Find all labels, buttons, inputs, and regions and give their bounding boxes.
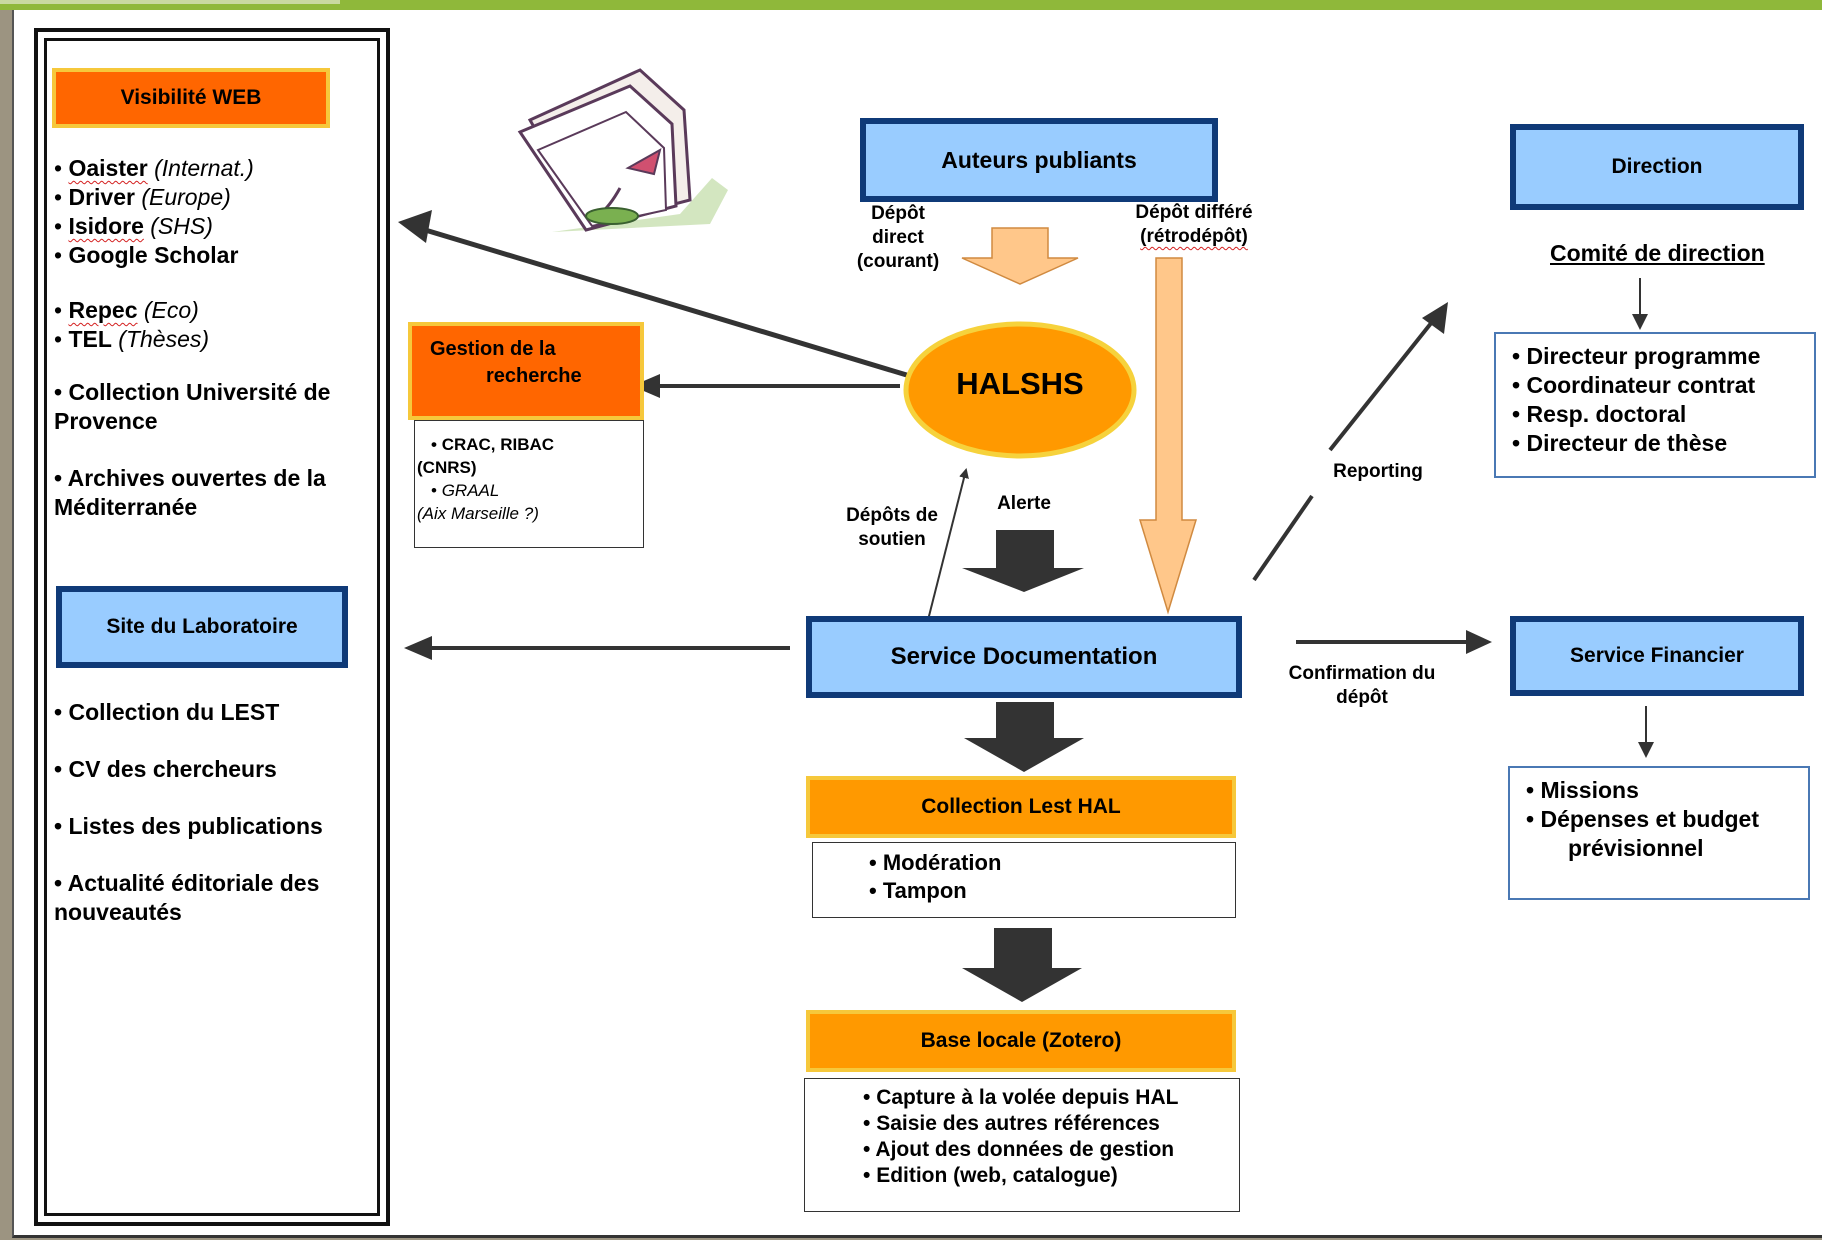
list-item: • Actualité éditoriale des nouveautés — [54, 870, 320, 925]
top-bar — [0, 0, 1822, 10]
direction-list-box: • Directeur programme • Coordinateur con… — [1494, 332, 1816, 478]
list-item: • CRAC, RIBAC — [431, 435, 555, 454]
list-item: • Edition (web, catalogue) — [863, 1164, 1118, 1187]
auteurs-publiants-title: Auteurs publiants — [941, 146, 1137, 173]
alerte-label: Alerte — [997, 493, 1051, 514]
left-panel-inner-border — [44, 38, 380, 1216]
list-item: • Listes des publications — [54, 813, 323, 839]
gestion-title-line1: Gestion de la — [430, 338, 556, 360]
list-item: • Archives ouvertes de la Méditerranée — [54, 465, 326, 520]
list-item: • Directeur de thèse — [1512, 430, 1728, 456]
list-item: • Oaister (Internat.) — [54, 155, 254, 181]
visibility-web-header: Visibilité WEB — [52, 68, 330, 128]
list-item-cont: (Aix Marseille ?) — [417, 504, 539, 523]
gestion-title-line2: recherche — [486, 365, 582, 387]
base-list-box: • Capture à la volée depuis HAL • Saisie… — [804, 1078, 1240, 1212]
depot-differe-label: Dépôt différé (rétrodépôt) — [1135, 202, 1253, 247]
financier-list-box: • Missions • Dépenses et budget prévisio… — [1508, 766, 1810, 900]
list-item: • Missions — [1526, 777, 1639, 803]
depots-soutien-label: Dépôts de soutien — [846, 505, 938, 550]
direction-box: Direction — [1510, 124, 1804, 210]
list-item: • Modération — [869, 850, 1002, 875]
visibility-web-title: Visibilité WEB — [120, 86, 262, 109]
halshs-label: HALSHS — [956, 366, 1084, 401]
list-item: • Collection du LEST — [54, 699, 280, 725]
collection-lest-header: Collection Lest HAL — [806, 776, 1236, 838]
site-laboratoire-header: Site du Laboratoire — [56, 586, 348, 668]
visibility-list: • Oaister (Internat.) • Driver (Europe) … — [54, 154, 384, 522]
list-item: • Isidore (SHS) — [54, 213, 213, 239]
list-item: • Dépenses et budget — [1526, 806, 1759, 832]
gestion-recherche-header: Gestion de la recherche — [408, 322, 644, 420]
collection-list-box: • Modération • Tampon — [812, 842, 1236, 918]
service-financier-box: Service Financier — [1510, 616, 1804, 696]
list-item: • Repec (Eco) — [54, 297, 199, 323]
list-item: • Collection Université de Provence — [54, 379, 331, 434]
list-item: • TEL (Thèses) — [54, 326, 210, 352]
service-documentation-box: Service Documentation — [806, 616, 1242, 698]
list-item: • CV des chercheurs — [54, 756, 277, 782]
list-item-cont: (CNRS) — [417, 458, 477, 477]
list-item: • Saisie des autres références — [863, 1112, 1160, 1135]
reporting-label: Reporting — [1333, 461, 1423, 482]
confirmation-label: Confirmation du dépôt — [1288, 663, 1436, 708]
list-item: • Driver (Europe) — [54, 184, 231, 210]
list-item: • Tampon — [869, 878, 967, 903]
list-item: • Coordinateur contrat — [1512, 372, 1756, 398]
gestion-list-box: • CRAC, RIBAC (CNRS) • GRAAL (Aix Marsei… — [414, 420, 644, 548]
list-item: • Directeur programme — [1512, 343, 1761, 369]
site-list: • Collection du LEST • CV des chercheurs… — [54, 698, 384, 927]
list-item: • Resp. doctoral — [1512, 401, 1687, 427]
list-item: • Google Scholar — [54, 242, 239, 268]
auteurs-publiants-box: Auteurs publiants — [860, 118, 1218, 202]
list-item: • Capture à la volée depuis HAL — [863, 1086, 1179, 1109]
list-item: • GRAAL — [431, 481, 500, 500]
top-bar-tab — [0, 0, 340, 4]
base-locale-header: Base locale (Zotero) — [806, 1010, 1236, 1072]
depot-direct-label: Dépôt direct (courant) — [856, 203, 940, 272]
list-item-cont: prévisionnel — [1568, 835, 1704, 861]
comite-direction-title: Comité de direction — [1550, 240, 1765, 266]
list-item: • Ajout des données de gestion — [863, 1138, 1175, 1161]
